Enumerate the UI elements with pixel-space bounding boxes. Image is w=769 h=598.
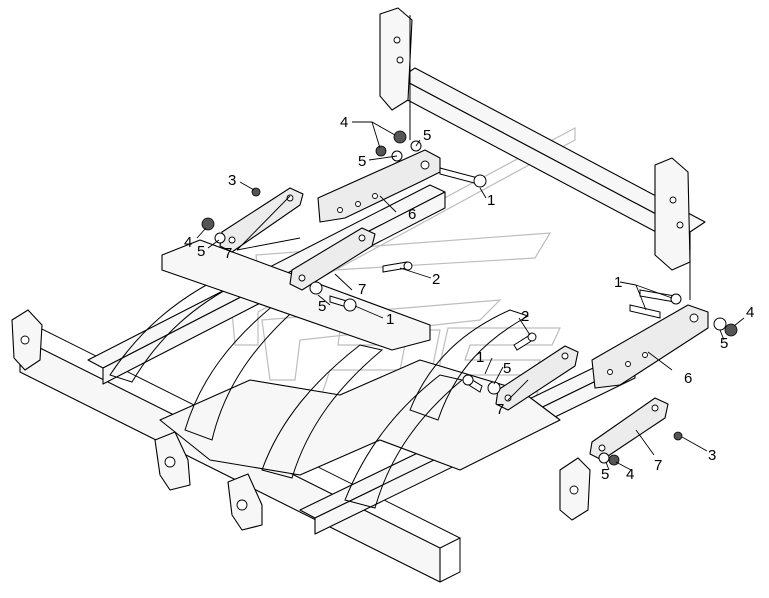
callout-4-c: 4 — [746, 304, 754, 321]
callout-2-a: 2 — [432, 271, 440, 288]
plate-7-b — [289, 227, 376, 291]
callout-5-b: 5 — [358, 153, 366, 170]
callout-labels: 1 1 1 1 2 2 3 3 4 4 4 4 5 5 5 5 5 5 5 6 … — [184, 114, 754, 483]
callout-2-b: 2 — [521, 308, 529, 325]
callout-5-a: 5 — [423, 127, 431, 144]
bolt-1-d — [462, 374, 483, 393]
callout-5-e: 5 — [503, 360, 511, 377]
plate-7-d — [589, 397, 669, 461]
callout-7-d: 7 — [654, 457, 662, 474]
callout-1-b: 1 — [386, 311, 394, 328]
callout-5-f: 5 — [720, 335, 728, 352]
callout-6-b: 6 — [684, 370, 692, 387]
main-frame — [11, 184, 636, 583]
plate-7-c — [495, 345, 579, 411]
callout-4-d: 4 — [626, 466, 634, 483]
callout-3-a: 3 — [228, 172, 236, 189]
callout-6-a: 6 — [408, 206, 416, 223]
bolt-2-a — [382, 261, 413, 273]
callout-4-a: 4 — [340, 114, 348, 131]
bolt-1-b — [329, 295, 357, 312]
upper-crossbeam — [379, 7, 706, 300]
callout-7-b: 7 — [358, 281, 366, 298]
plate-7-a — [219, 187, 304, 253]
bolt-2-b — [513, 332, 537, 351]
bracket-6-lower — [591, 304, 709, 389]
callout-5-d: 5 — [318, 298, 326, 315]
bolt-1-a — [439, 167, 487, 188]
callout-3-b: 3 — [708, 447, 716, 464]
callout-7-a: 7 — [224, 245, 232, 262]
callout-1-d: 1 — [476, 349, 484, 366]
callout-7-c: 7 — [496, 401, 504, 418]
callout-5-g: 5 — [601, 466, 609, 483]
callout-1-c: 1 — [614, 274, 622, 291]
callout-1-a: 1 — [487, 192, 495, 209]
callout-4-b: 4 — [184, 234, 192, 251]
bracket-6-upper — [317, 149, 441, 223]
callout-5-c: 5 — [197, 243, 205, 260]
leader-lines — [196, 121, 745, 471]
